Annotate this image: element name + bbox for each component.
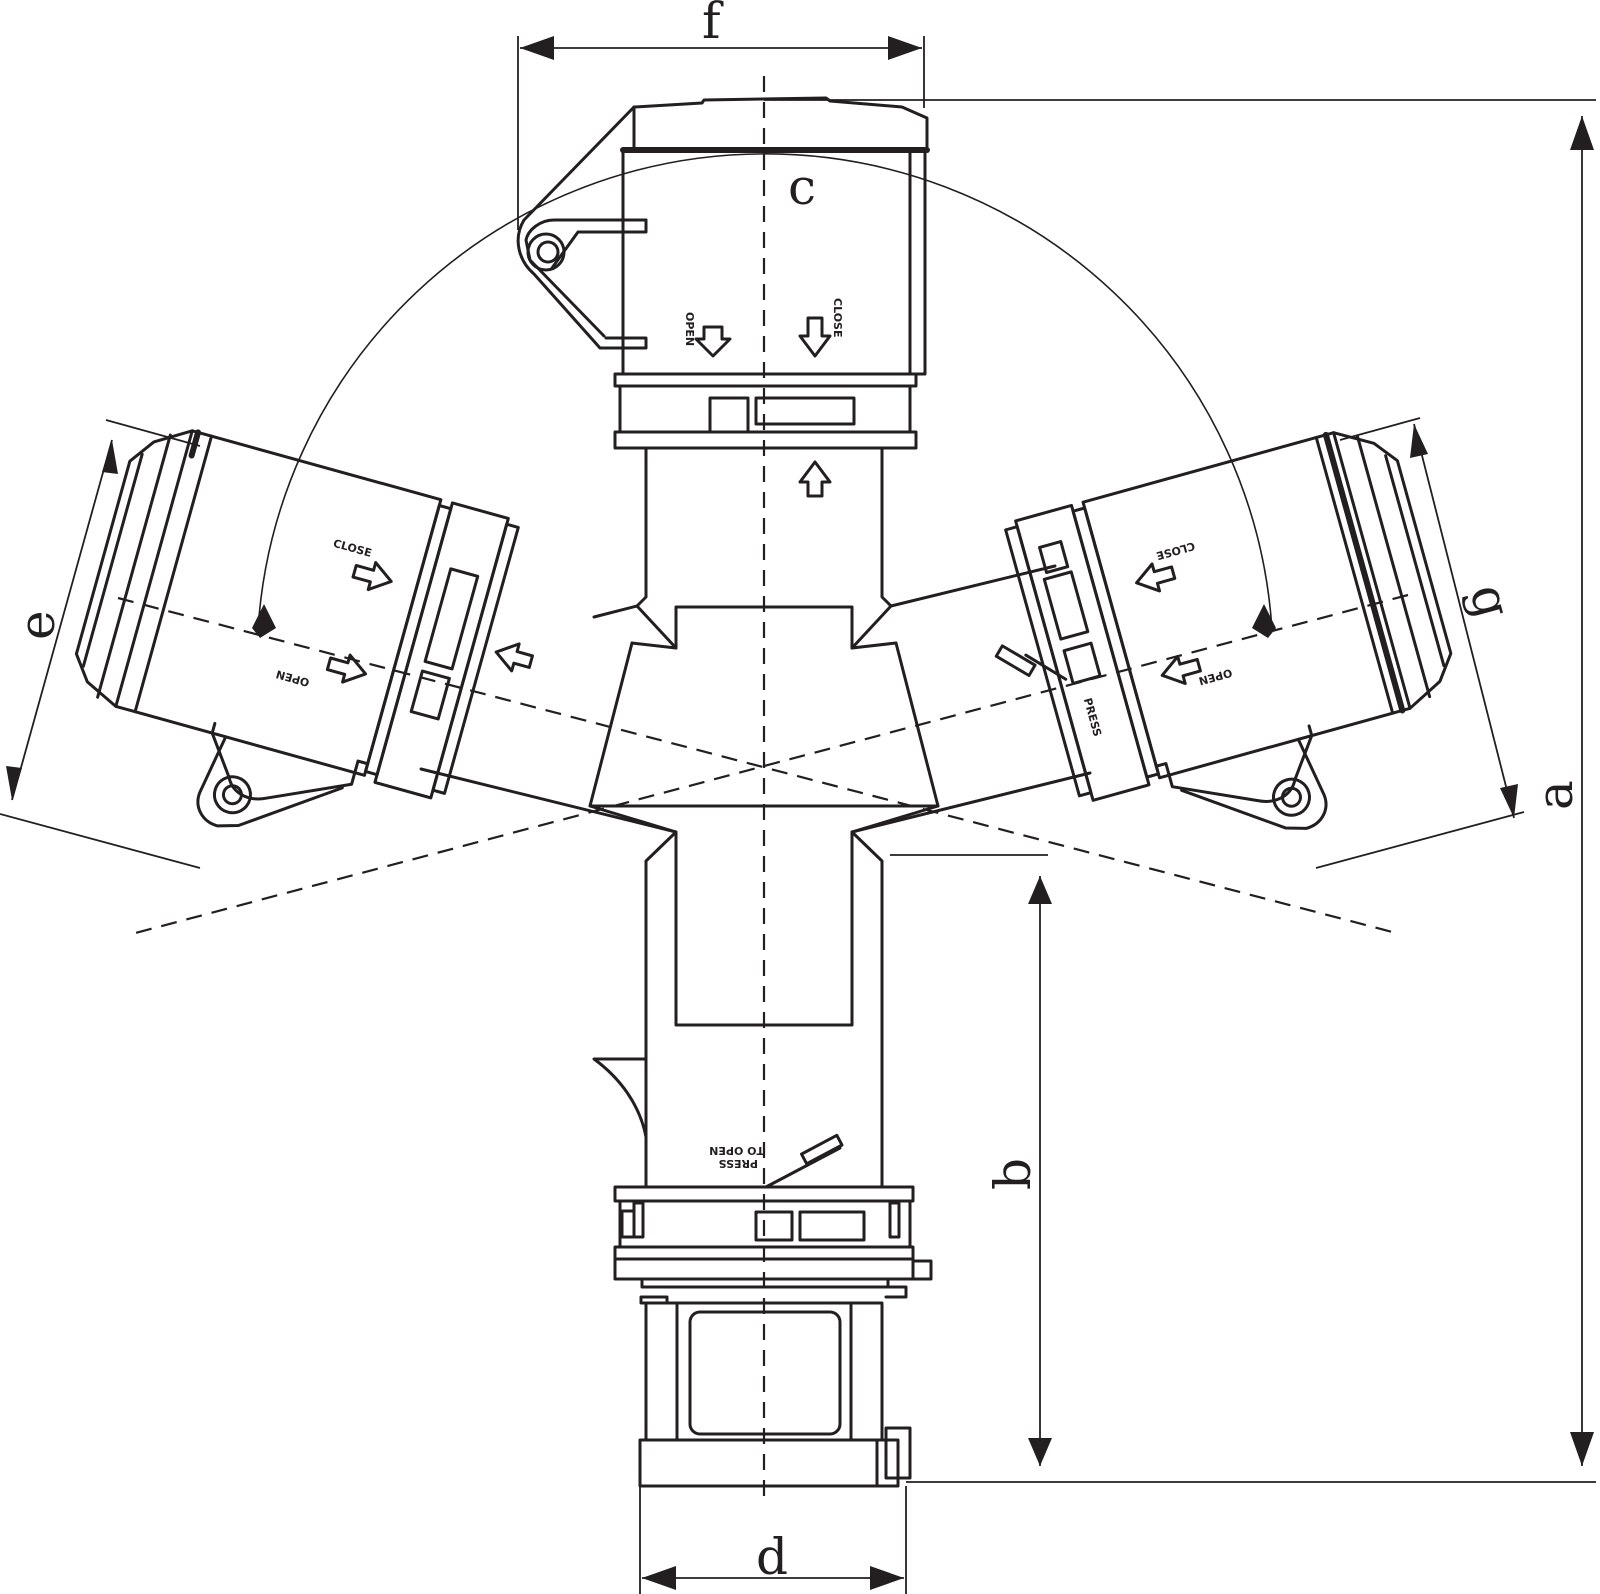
right-connector: CLOSE OPEN PRESS	[994, 431, 1453, 830]
top-connector: OPEN CLOSE	[516, 96, 930, 498]
central-body	[419, 447, 1092, 1189]
left-open-marking: OPEN	[275, 667, 311, 689]
top-open-arrow	[694, 325, 732, 358]
dimension-labels: f c d a b e g	[8, 0, 1584, 1586]
dimension-lines	[0, 36, 1596, 1594]
bottom-to-open-marking: TO OPEN	[709, 1144, 764, 1157]
dimension-label-g: g	[1458, 578, 1522, 624]
dimension-label-f: f	[702, 0, 724, 50]
right-open-marking: OPEN	[1197, 666, 1233, 688]
top-push-arrow	[798, 460, 832, 498]
bottom-connector: PRESS TO OPEN	[613, 1133, 933, 1488]
angle-dimension	[252, 153, 1276, 638]
left-connector: CLOSE OPEN	[74, 429, 534, 828]
dimension-label-d: d	[756, 1528, 788, 1586]
right-close-marking: CLOSE	[1155, 539, 1197, 562]
top-close-arrow	[798, 316, 832, 358]
centre-lines	[117, 76, 1409, 1500]
left-close-marking: CLOSE	[332, 537, 374, 560]
top-open-marking: OPEN	[683, 312, 696, 346]
dimension-label-e: e	[8, 610, 66, 640]
dimension-label-b: b	[984, 1158, 1042, 1190]
bottom-press-marking: PRESS	[719, 1157, 758, 1170]
dimension-label-a: a	[1526, 780, 1584, 810]
right-press-marking: PRESS	[1081, 697, 1104, 739]
dimension-label-c: c	[788, 158, 816, 216]
top-close-marking: CLOSE	[831, 298, 844, 337]
